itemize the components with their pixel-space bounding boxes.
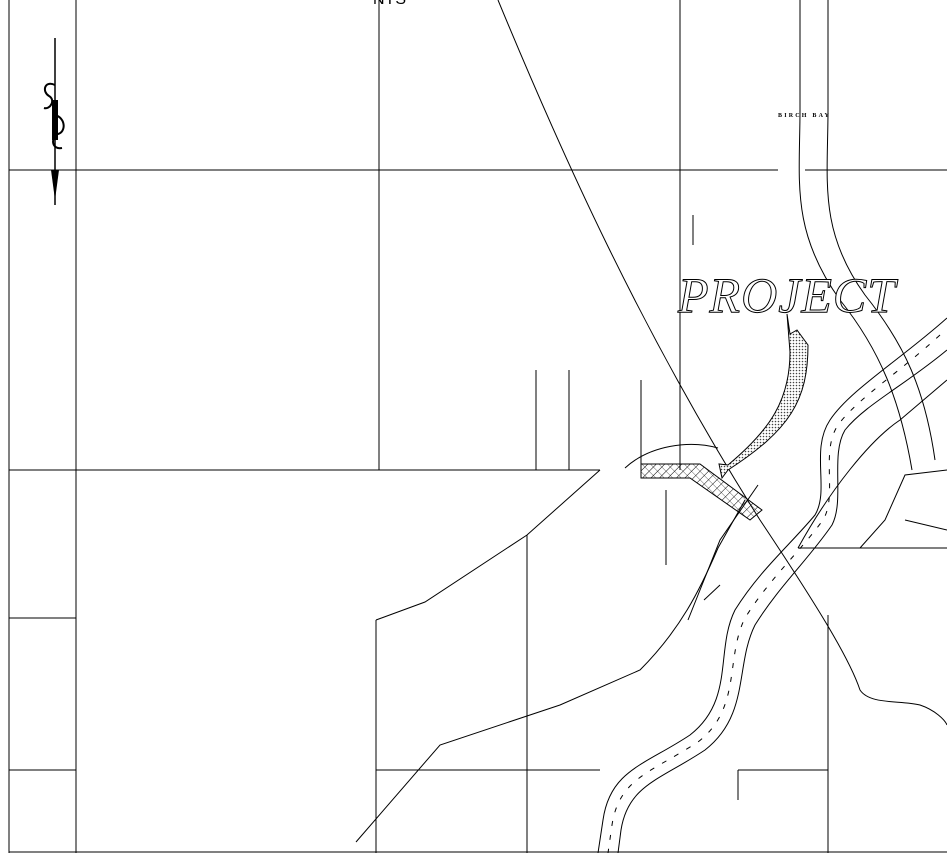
birch-bay-drive xyxy=(798,0,913,471)
project-label: PROJECT xyxy=(677,267,897,324)
project-pointer-arrow xyxy=(718,313,809,480)
road-east xyxy=(797,379,947,549)
project-site-hatch xyxy=(640,463,763,521)
north-arrow-icon xyxy=(43,38,65,205)
creek xyxy=(597,317,947,853)
highway-diagonal xyxy=(497,0,947,726)
place-label-birch-bay: BIRCH BAY xyxy=(778,113,832,119)
section-grid xyxy=(8,0,947,853)
road-south xyxy=(355,499,746,843)
scale-note: NTS xyxy=(373,0,407,9)
road-west xyxy=(375,469,601,621)
